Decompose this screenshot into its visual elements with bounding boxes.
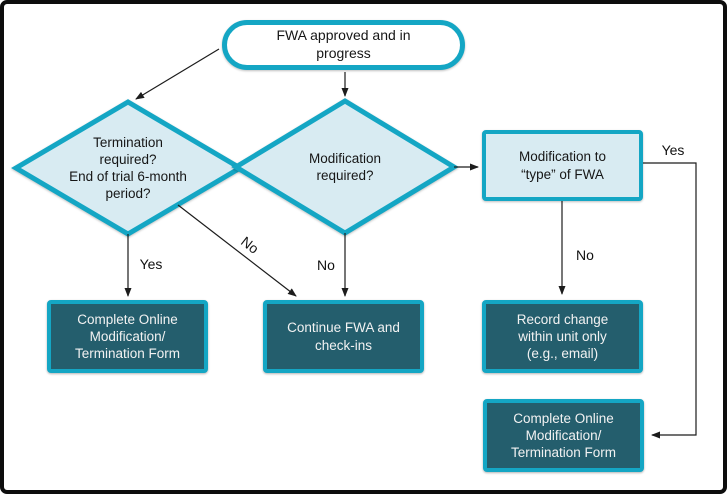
- edge-label-no-right: No: [576, 247, 594, 263]
- edge-type-yes: [643, 162, 697, 439]
- start-node: FWA approved and in progress: [222, 20, 465, 70]
- complete-form-right-label: Complete Online Modification/ Terminatio…: [510, 410, 617, 461]
- modification-type-node: Modification to “type” of FWA: [482, 130, 643, 201]
- continue-fwa-label: Continue FWA and check-ins: [287, 320, 400, 353]
- start-node-label: FWA approved and in progress: [276, 27, 411, 61]
- modification-type-label: Modification to “type” of FWA: [518, 149, 607, 182]
- edge-label-yes-right: Yes: [661, 142, 685, 158]
- complete-form-left-node: Complete Online Modification/ Terminatio…: [47, 300, 208, 373]
- termination-decision-label: Termination required? End of trial 6-mon…: [69, 135, 187, 201]
- edge-termination-no: [177, 204, 297, 297]
- continue-fwa-node: Continue FWA and check-ins: [263, 300, 424, 373]
- edge-start-to-termination: [135, 48, 220, 100]
- complete-form-left-label: Complete Online Modification/ Terminatio…: [74, 311, 181, 362]
- edge-label-yes-left: Yes: [139, 256, 163, 272]
- record-change-label: Record change within unit only (e.g., em…: [516, 311, 609, 362]
- modification-decision-label: Modification required?: [308, 151, 382, 183]
- record-change-node: Record change within unit only (e.g., em…: [482, 300, 643, 373]
- complete-form-right-node: Complete Online Modification/ Terminatio…: [483, 399, 644, 472]
- edge-label-no-middle: No: [317, 257, 335, 273]
